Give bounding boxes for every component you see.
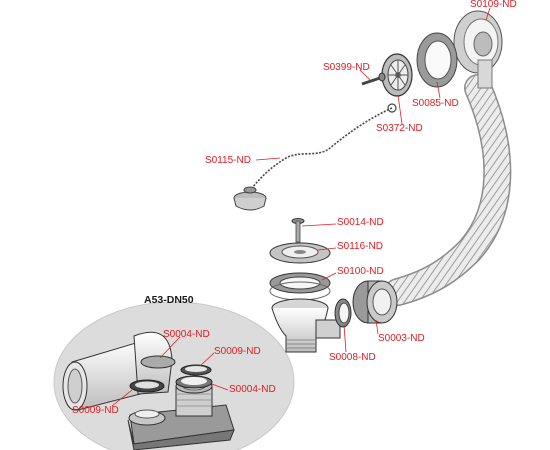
label-inset-ring-left: S0009-ND: [72, 405, 119, 416]
inset-background: [53, 301, 295, 450]
overflow-cover: [453, 10, 503, 89]
nut-washer: [334, 298, 352, 328]
label-nut: S0003-ND: [378, 333, 425, 344]
drain-screw: [291, 218, 305, 243]
inset-ring-right: [180, 364, 212, 376]
inset-gasket-right: [175, 375, 213, 389]
inset-title: A53-DN50: [144, 294, 194, 306]
label-drain-grille: S0116-ND: [337, 241, 383, 252]
label-drain-gasket: S0100-ND: [337, 266, 384, 277]
inset-ring-left: [129, 379, 165, 393]
chain: [251, 107, 393, 189]
label-overflow-cover: S0109-ND: [470, 0, 517, 10]
drain-gasket: [269, 272, 331, 301]
overflow-grille: [381, 53, 413, 97]
label-overflow-grille: S0372-ND: [376, 123, 423, 134]
label-nut-washer: S0008-ND: [329, 352, 376, 363]
label-chain-plug: S0115-ND: [205, 155, 251, 166]
label-inset-gasket-top: S0004-ND: [163, 329, 210, 340]
leader-lines: [111, 7, 491, 407]
bath-plug: [233, 186, 267, 211]
drain-body: [271, 298, 341, 353]
label-inset-gasket-right: S0004-ND: [229, 384, 276, 395]
label-plug-screw: S0399-ND: [323, 62, 370, 73]
plug-screw: [361, 72, 386, 86]
label-cover-gasket: S0085-ND: [412, 98, 459, 109]
label-drain-screw: S0014-ND: [337, 217, 384, 228]
union-nut: [352, 280, 398, 324]
inset-siphon: [62, 331, 235, 450]
label-inset-ring-right: S0009-ND: [214, 346, 261, 357]
cover-gasket: [416, 32, 458, 88]
drain-grille: [269, 242, 331, 264]
